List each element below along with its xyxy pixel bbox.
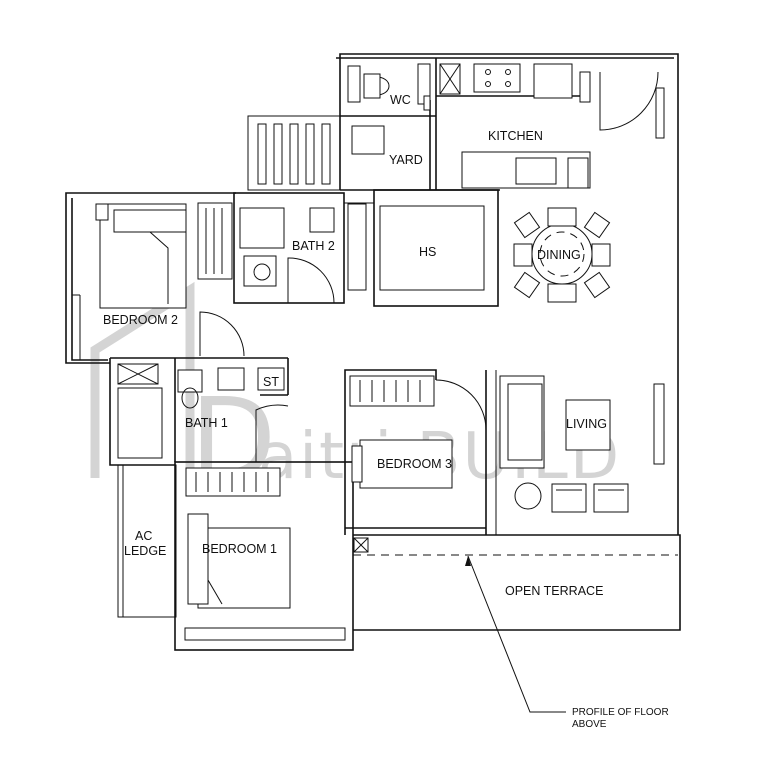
label-bedroom-2: BEDROOM 2	[103, 313, 178, 327]
label-wc: WC	[390, 93, 411, 107]
label-ac-ledge-line-1: AC	[135, 529, 152, 543]
drying-rack	[257, 123, 331, 185]
profile-annotation: PROFILE OF FLOOR ABOVE	[465, 555, 669, 730]
label-ac-ledge-line-2: LEDGE	[124, 544, 166, 558]
label-living: LIVING	[566, 417, 607, 431]
label-bedroom-3: BEDROOM 3	[377, 457, 452, 471]
label-hs: HS	[419, 245, 436, 259]
label-bath-1: BATH 1	[185, 416, 228, 430]
label-yard: YARD	[389, 153, 423, 167]
label-kitchen: KITCHEN	[488, 129, 543, 143]
dining-set	[513, 207, 611, 303]
interior-walls	[110, 58, 590, 535]
exterior-walls	[65, 53, 681, 651]
label-st: ST	[263, 375, 279, 389]
annotation-line-2: ABOVE	[572, 719, 607, 730]
annotation-line-1: PROFILE OF FLOOR	[572, 707, 669, 718]
fixtures	[95, 63, 665, 609]
label-bath-2: BATH 2	[292, 239, 335, 253]
label-dining: DINING	[537, 248, 581, 262]
label-open-terrace: OPEN TERRACE	[505, 584, 603, 598]
room-labels: WC KITCHEN YARD BATH 2 HS DINING BEDROOM…	[103, 93, 607, 598]
label-bedroom-1: BEDROOM 1	[202, 542, 277, 556]
